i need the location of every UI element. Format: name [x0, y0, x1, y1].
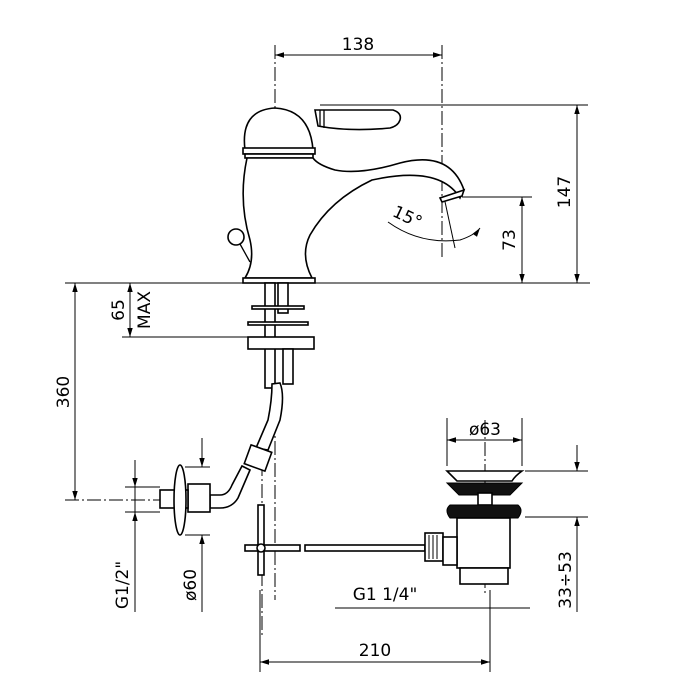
dim-waste-diameter: ø63 — [469, 420, 501, 440]
dim-hose-length: 360 — [54, 376, 74, 408]
dim-spout-reach: 138 — [342, 35, 374, 55]
dim-deck-max: MAX — [135, 291, 155, 329]
lever-handle — [314, 109, 402, 131]
dim-inlet-thread: G1/2" — [113, 561, 133, 609]
dim-angle: 15° — [389, 202, 425, 233]
dimension-lines — [72, 52, 580, 665]
dim-waste-height: 33÷53 — [556, 551, 576, 609]
dim-total-height: 147 — [555, 176, 575, 208]
pop-up-knob — [227, 228, 245, 246]
knurled-knob — [424, 532, 444, 562]
pop-up-waste — [442, 470, 525, 585]
dim-waste-thread: G1 1/4" — [353, 585, 418, 605]
dim-spout-height: 73 — [500, 229, 520, 251]
pop-up-rod — [244, 504, 444, 576]
dim-rod-length: 210 — [359, 641, 391, 661]
dim-deck-thickness: 65 — [109, 299, 129, 321]
faucet-body — [227, 107, 466, 284]
dimension-labels: 138 147 73 15° 65 MAX 360 G1/2" ø60 ø63 … — [54, 35, 576, 661]
wall-rosette — [173, 464, 187, 536]
dim-rosette-diameter: ø60 — [181, 569, 201, 601]
mounting-shanks — [159, 282, 315, 536]
